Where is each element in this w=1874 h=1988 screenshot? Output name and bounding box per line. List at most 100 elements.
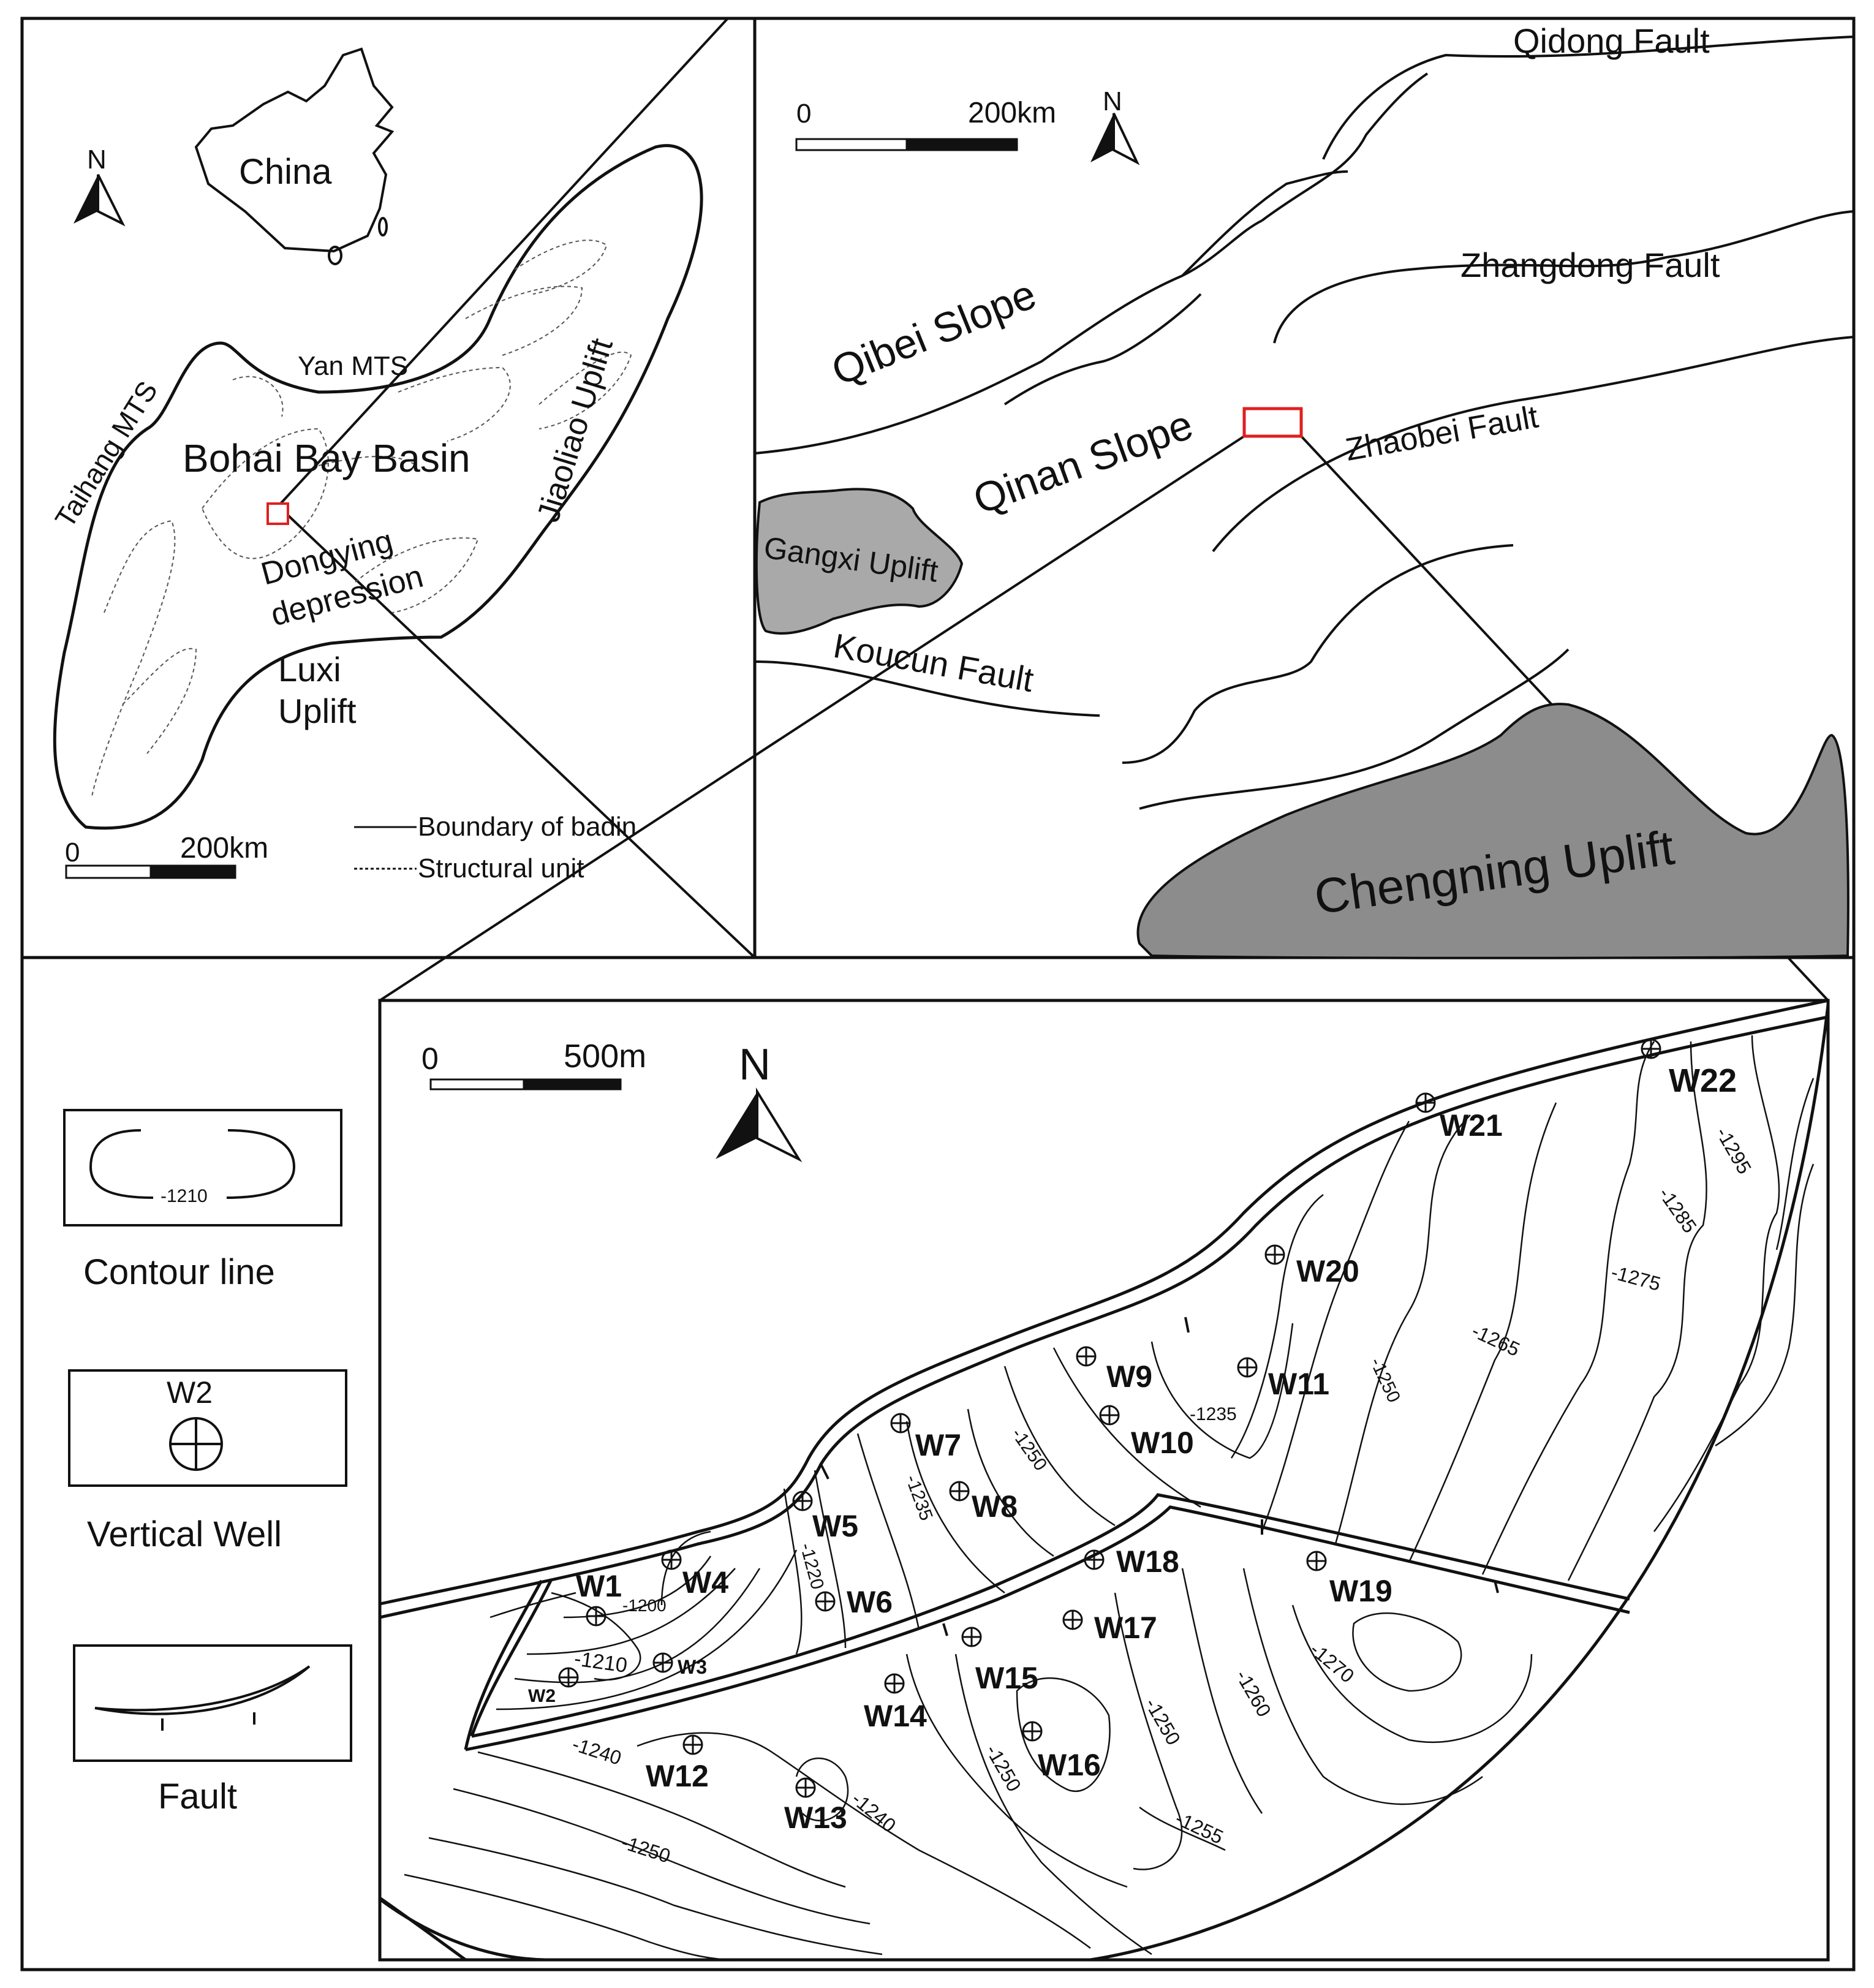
well-W4-icon <box>661 1549 682 1570</box>
well-W14-icon <box>884 1673 905 1694</box>
legend-well-icon <box>169 1417 223 1471</box>
contour-label: -1235 <box>901 1472 936 1523</box>
contour-label: -1265 <box>1468 1320 1523 1361</box>
label-bohai-bay-basin: Bohai Bay Basin <box>183 436 470 480</box>
contour-label: -1250 <box>1007 1424 1051 1475</box>
bottom-panel-frame <box>20 956 1856 1971</box>
contour-label: -1240 <box>848 1788 901 1837</box>
contour-label: -1235 <box>1190 1404 1237 1424</box>
well-W18-icon <box>1084 1549 1105 1570</box>
svg-text:N: N <box>739 1040 771 1089</box>
svg-text:0: 0 <box>421 1041 439 1076</box>
label-qidong-fault: Qidong Fault <box>1513 21 1710 60</box>
detail-fault-ticks <box>820 1317 1499 1636</box>
contour-label: -1220 <box>796 1541 828 1592</box>
legend-contour-value: -1210 <box>161 1186 208 1206</box>
well-W5-icon <box>792 1491 813 1511</box>
label-taihang: Taihang MTS <box>48 376 164 533</box>
well-label-W19: W19 <box>1329 1574 1392 1608</box>
well-label-W20: W20 <box>1296 1254 1359 1288</box>
svg-text:200km: 200km <box>968 97 1056 129</box>
well-W6-icon <box>815 1591 836 1612</box>
regional-north-arrow-icon: N <box>1090 86 1140 165</box>
contour-label: -1260 <box>1231 1666 1275 1721</box>
well-label-W4: W4 <box>682 1565 728 1600</box>
detail-north-arrow-icon: N <box>716 1040 803 1162</box>
detail-fault-lines <box>379 999 1830 1962</box>
well-label-W10: W10 <box>1131 1426 1194 1460</box>
well-label-W2: W2 <box>528 1686 556 1706</box>
contour-label: -1275 <box>1609 1261 1663 1295</box>
overview-legend: Boundary of badin Structural unit <box>354 812 637 883</box>
china-outline <box>194 47 395 265</box>
label-yan: Yan MTS <box>298 351 408 381</box>
regional-study-area-box <box>1242 407 1303 438</box>
well-label-W7: W7 <box>915 1428 961 1462</box>
contour-label: -1200 <box>622 1596 667 1615</box>
well-label-W15: W15 <box>975 1661 1038 1695</box>
svg-text:N: N <box>1103 86 1122 116</box>
legend-fault-box <box>73 1644 352 1762</box>
well-label-W8: W8 <box>972 1489 1018 1524</box>
regional-scale-bar: 0 200km <box>795 97 1056 151</box>
detail-map-frame <box>378 999 1830 1962</box>
well-label-W11: W11 <box>1268 1367 1329 1401</box>
regional-fault-lines <box>754 36 1854 810</box>
legend-well-box <box>68 1369 347 1487</box>
well-W10-icon <box>1099 1405 1120 1426</box>
well-W12-icon <box>682 1734 703 1755</box>
well-W11-icon <box>1237 1357 1258 1378</box>
svg-text:N: N <box>87 145 107 175</box>
well-W3-icon <box>652 1652 673 1673</box>
well-W15-icon <box>961 1627 982 1647</box>
well-label-W5: W5 <box>812 1509 858 1543</box>
contour-label: -1250 <box>981 1741 1026 1796</box>
well-label-W12: W12 <box>646 1759 709 1793</box>
gangxi-uplift <box>755 488 964 635</box>
well-W20-icon <box>1264 1244 1285 1265</box>
contour-label: -1240 <box>570 1733 624 1769</box>
label-luxi: Luxi <box>278 650 341 689</box>
well-label-W18: W18 <box>1116 1544 1179 1579</box>
well-W13-icon <box>795 1777 816 1798</box>
detail-wells <box>558 1038 1661 1798</box>
label-luxi-uplift: Uplift <box>278 692 357 730</box>
contour-label: -1270 <box>1306 1638 1359 1687</box>
well-W19-icon <box>1306 1551 1327 1571</box>
well-W9-icon <box>1076 1346 1097 1367</box>
legend-fault-sample <box>94 1665 311 1731</box>
svg-text:0: 0 <box>65 837 80 867</box>
well-W1-icon <box>586 1606 606 1627</box>
well-label-W21: W21 <box>1440 1108 1503 1143</box>
label-zhangdong-fault: Zhangdong Fault <box>1460 246 1720 284</box>
contour-label: -1295 <box>1712 1124 1756 1178</box>
overview-north-arrow-icon: N <box>74 145 126 227</box>
well-label-W22: W22 <box>1669 1062 1737 1099</box>
well-label-W1: W1 <box>576 1569 622 1603</box>
structural-units <box>91 240 632 797</box>
legend-contour-box <box>63 1109 342 1226</box>
contour-label: -1250 <box>1366 1355 1404 1405</box>
well-W17-icon <box>1062 1609 1083 1630</box>
detail-scale-bar: 0 500m <box>421 1038 646 1090</box>
contour-label: -1250 <box>619 1831 673 1867</box>
well-label-W3: W3 <box>678 1656 707 1678</box>
svg-text:0: 0 <box>796 99 811 129</box>
overview-scale-bar: 0 200km <box>65 832 268 879</box>
detail-contour-lines <box>404 1035 1815 1961</box>
well-label-W13: W13 <box>784 1801 847 1835</box>
contour-label: -1210 <box>573 1647 629 1677</box>
svg-text:500m: 500m <box>564 1038 646 1075</box>
well-W16-icon <box>1022 1721 1043 1742</box>
chengning-uplift <box>1136 703 1849 959</box>
legend-contour-sample <box>89 1129 296 1199</box>
well-label-W9: W9 <box>1106 1359 1152 1394</box>
legend-boundary-label: Boundary of badin <box>418 812 637 842</box>
legend-well-sample-label: W2 <box>167 1375 213 1410</box>
label-koucun-fault: Koucun Fault <box>831 626 1037 699</box>
legend-contour-label: Contour line <box>83 1252 275 1292</box>
well-W7-icon <box>890 1413 911 1434</box>
label-qinan-slope: Qinan Slope <box>967 401 1199 523</box>
basin-boundary <box>53 144 703 830</box>
